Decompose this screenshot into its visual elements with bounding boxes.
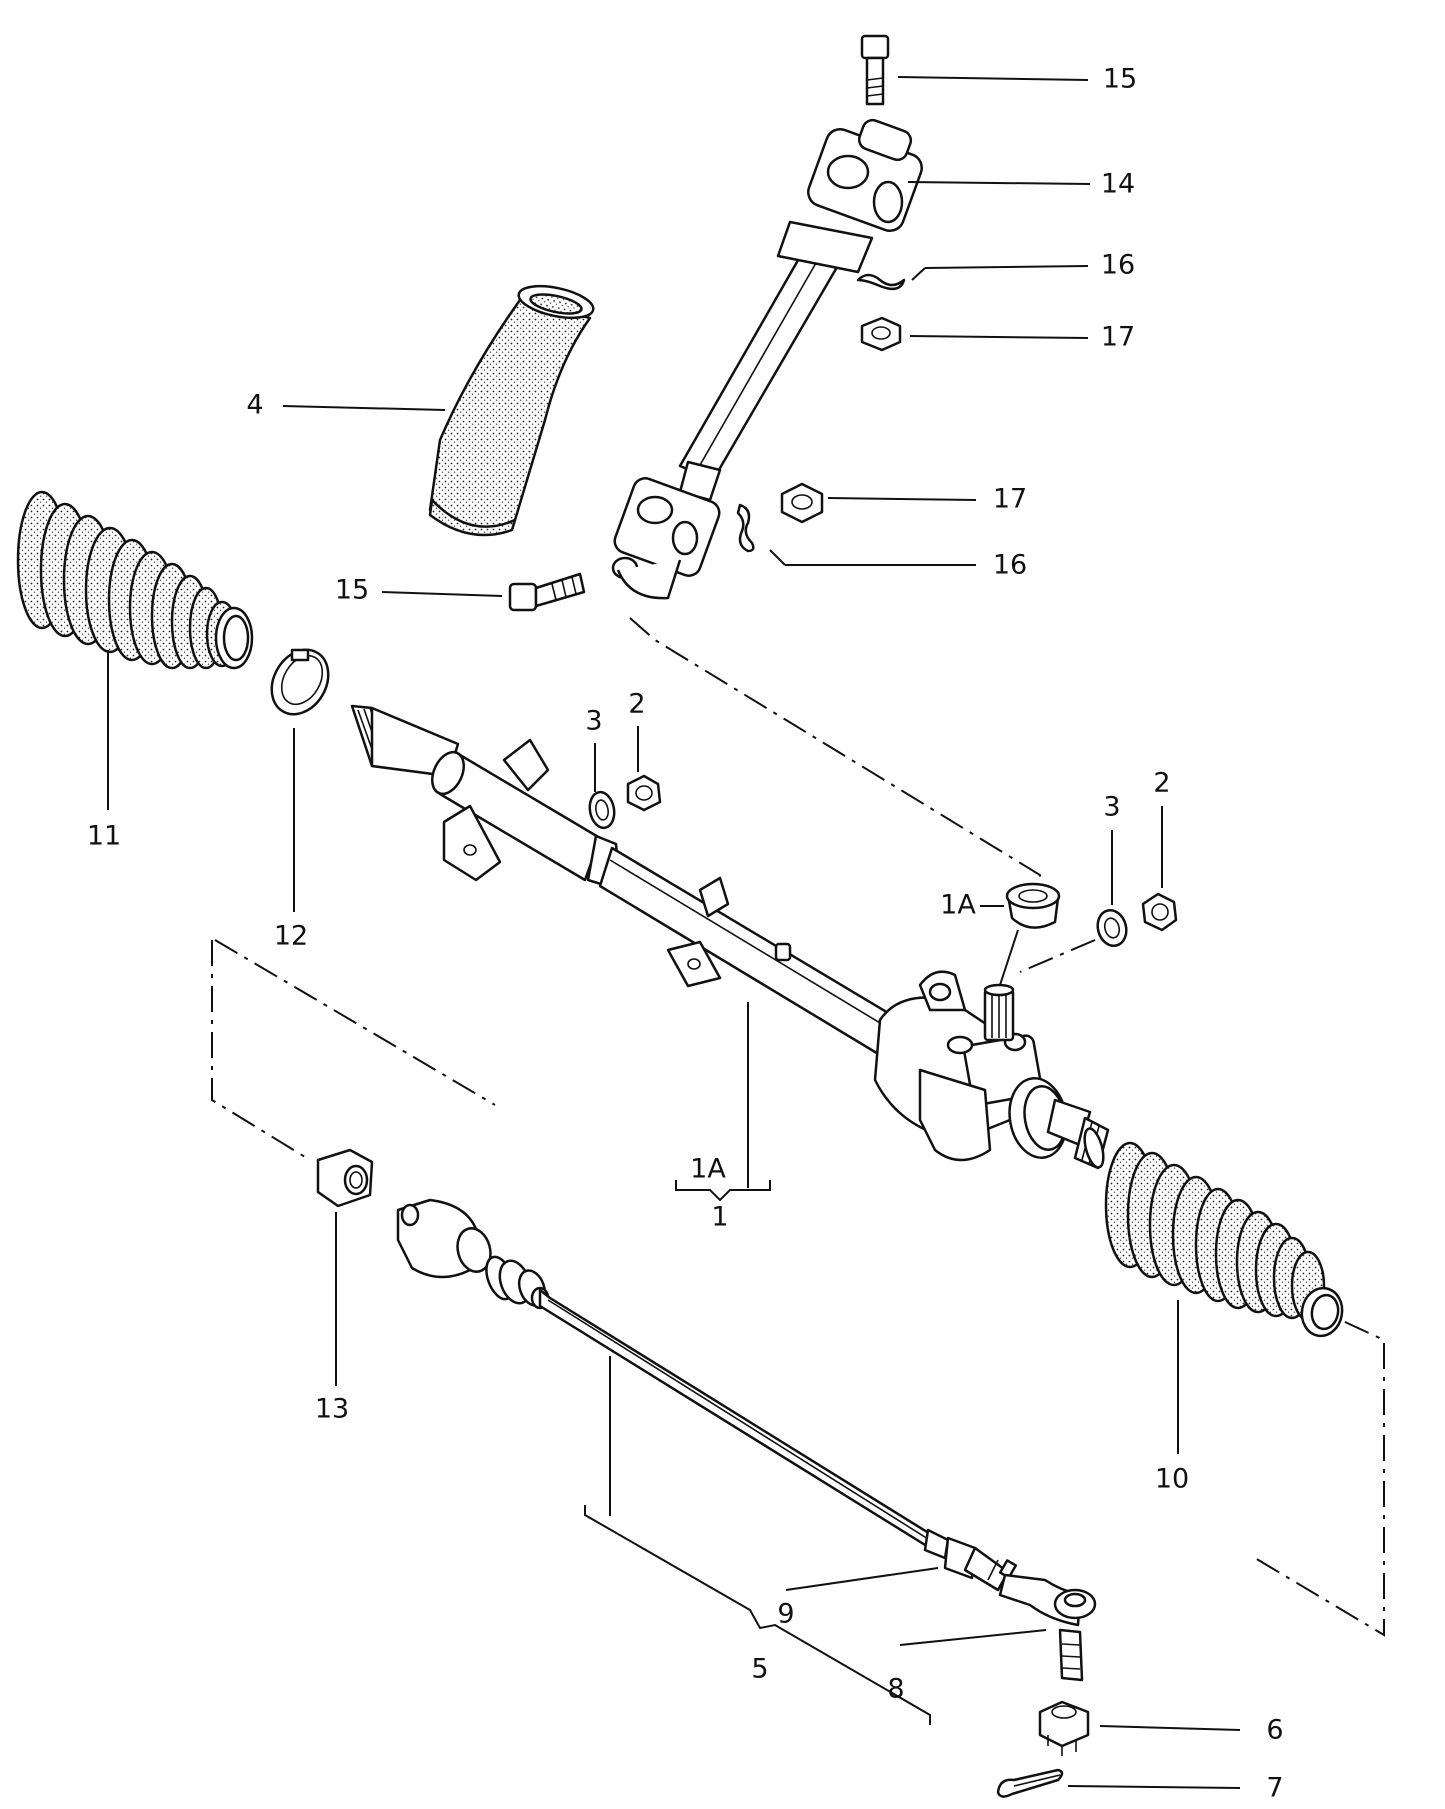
leader-15b bbox=[381, 591, 503, 597]
leader-16a-b bbox=[924, 265, 1089, 269]
label-13: 13 bbox=[315, 1394, 349, 1425]
label-14: 14 bbox=[1101, 169, 1135, 200]
washer-left-part bbox=[588, 790, 616, 830]
leader-7 bbox=[1067, 1785, 1241, 1789]
alignment-line-right bbox=[1249, 1321, 1385, 1637]
label-15a: 15 bbox=[1103, 64, 1137, 95]
hex-nut-right-part bbox=[1141, 892, 1178, 932]
label-6: 6 bbox=[1266, 1715, 1283, 1746]
leader-16b bbox=[769, 549, 786, 566]
leader-6 bbox=[1099, 1725, 1241, 1731]
group-brace-1 bbox=[675, 1180, 771, 1202]
label-8: 8 bbox=[887, 1674, 904, 1705]
leader-16a bbox=[911, 267, 926, 281]
label-5: 5 bbox=[751, 1654, 768, 1685]
label-7: 7 bbox=[1266, 1773, 1283, 1804]
label-4: 4 bbox=[246, 390, 263, 421]
label-2a: 2 bbox=[628, 689, 645, 720]
label-1: 1 bbox=[711, 1202, 728, 1233]
label-3b: 3 bbox=[1103, 792, 1120, 823]
steering-rack-housing-part bbox=[350, 704, 1110, 1170]
shaft-boot-part bbox=[428, 284, 595, 537]
label-2b: 2 bbox=[1153, 768, 1170, 799]
hex-nut-upper-part bbox=[860, 316, 902, 352]
alignment-line-left-diag bbox=[214, 939, 496, 1106]
alignment-line-washer bbox=[1019, 939, 1096, 973]
leader-14 bbox=[907, 181, 1091, 185]
leader-9 bbox=[785, 1567, 939, 1591]
leader-8 bbox=[899, 1629, 1047, 1646]
group-bracket-5 bbox=[584, 1505, 931, 1725]
hex-nut-lower-part bbox=[780, 482, 824, 524]
bushing-1a-part bbox=[1005, 882, 1061, 929]
spring-clip-lower-part bbox=[736, 503, 755, 553]
label-17b: 17 bbox=[993, 484, 1027, 515]
leader-17b bbox=[827, 497, 977, 501]
label-11: 11 bbox=[87, 821, 121, 852]
label-12: 12 bbox=[274, 921, 308, 952]
label-1a-group: 1A bbox=[690, 1154, 726, 1185]
label-3a: 3 bbox=[585, 706, 602, 737]
spring-clip-upper-part bbox=[856, 273, 906, 291]
leader-1a-pinion bbox=[999, 929, 1019, 986]
label-16a: 16 bbox=[1101, 250, 1135, 281]
label-16b: 16 bbox=[993, 550, 1027, 581]
bellows-left-part bbox=[16, 490, 254, 670]
cotter-pin-part bbox=[996, 1768, 1064, 1798]
castle-nut-part bbox=[1038, 1700, 1090, 1756]
tie-rod-part bbox=[396, 1198, 1097, 1682]
leader-4 bbox=[282, 405, 446, 411]
bolt-top-part bbox=[860, 34, 890, 106]
label-17a: 17 bbox=[1101, 322, 1135, 353]
lock-nut-part bbox=[316, 1148, 374, 1208]
washer-right-part bbox=[1096, 908, 1128, 948]
hex-nut-left-part bbox=[626, 774, 662, 812]
leader-17a bbox=[909, 335, 1089, 339]
boot-clamp-part bbox=[270, 648, 330, 716]
label-10: 10 bbox=[1155, 1464, 1189, 1495]
alignment-line-shaft bbox=[629, 617, 1041, 900]
alignment-line-left bbox=[211, 940, 311, 1161]
leader-15a bbox=[897, 76, 1089, 81]
label-1a-small: 1A bbox=[940, 890, 976, 921]
steering-shaft-part bbox=[611, 118, 923, 600]
label-15b: 15 bbox=[335, 575, 369, 606]
bolt-lower-part bbox=[508, 572, 586, 612]
label-9: 9 bbox=[777, 1599, 794, 1630]
bellows-right-part bbox=[1104, 1141, 1344, 1338]
